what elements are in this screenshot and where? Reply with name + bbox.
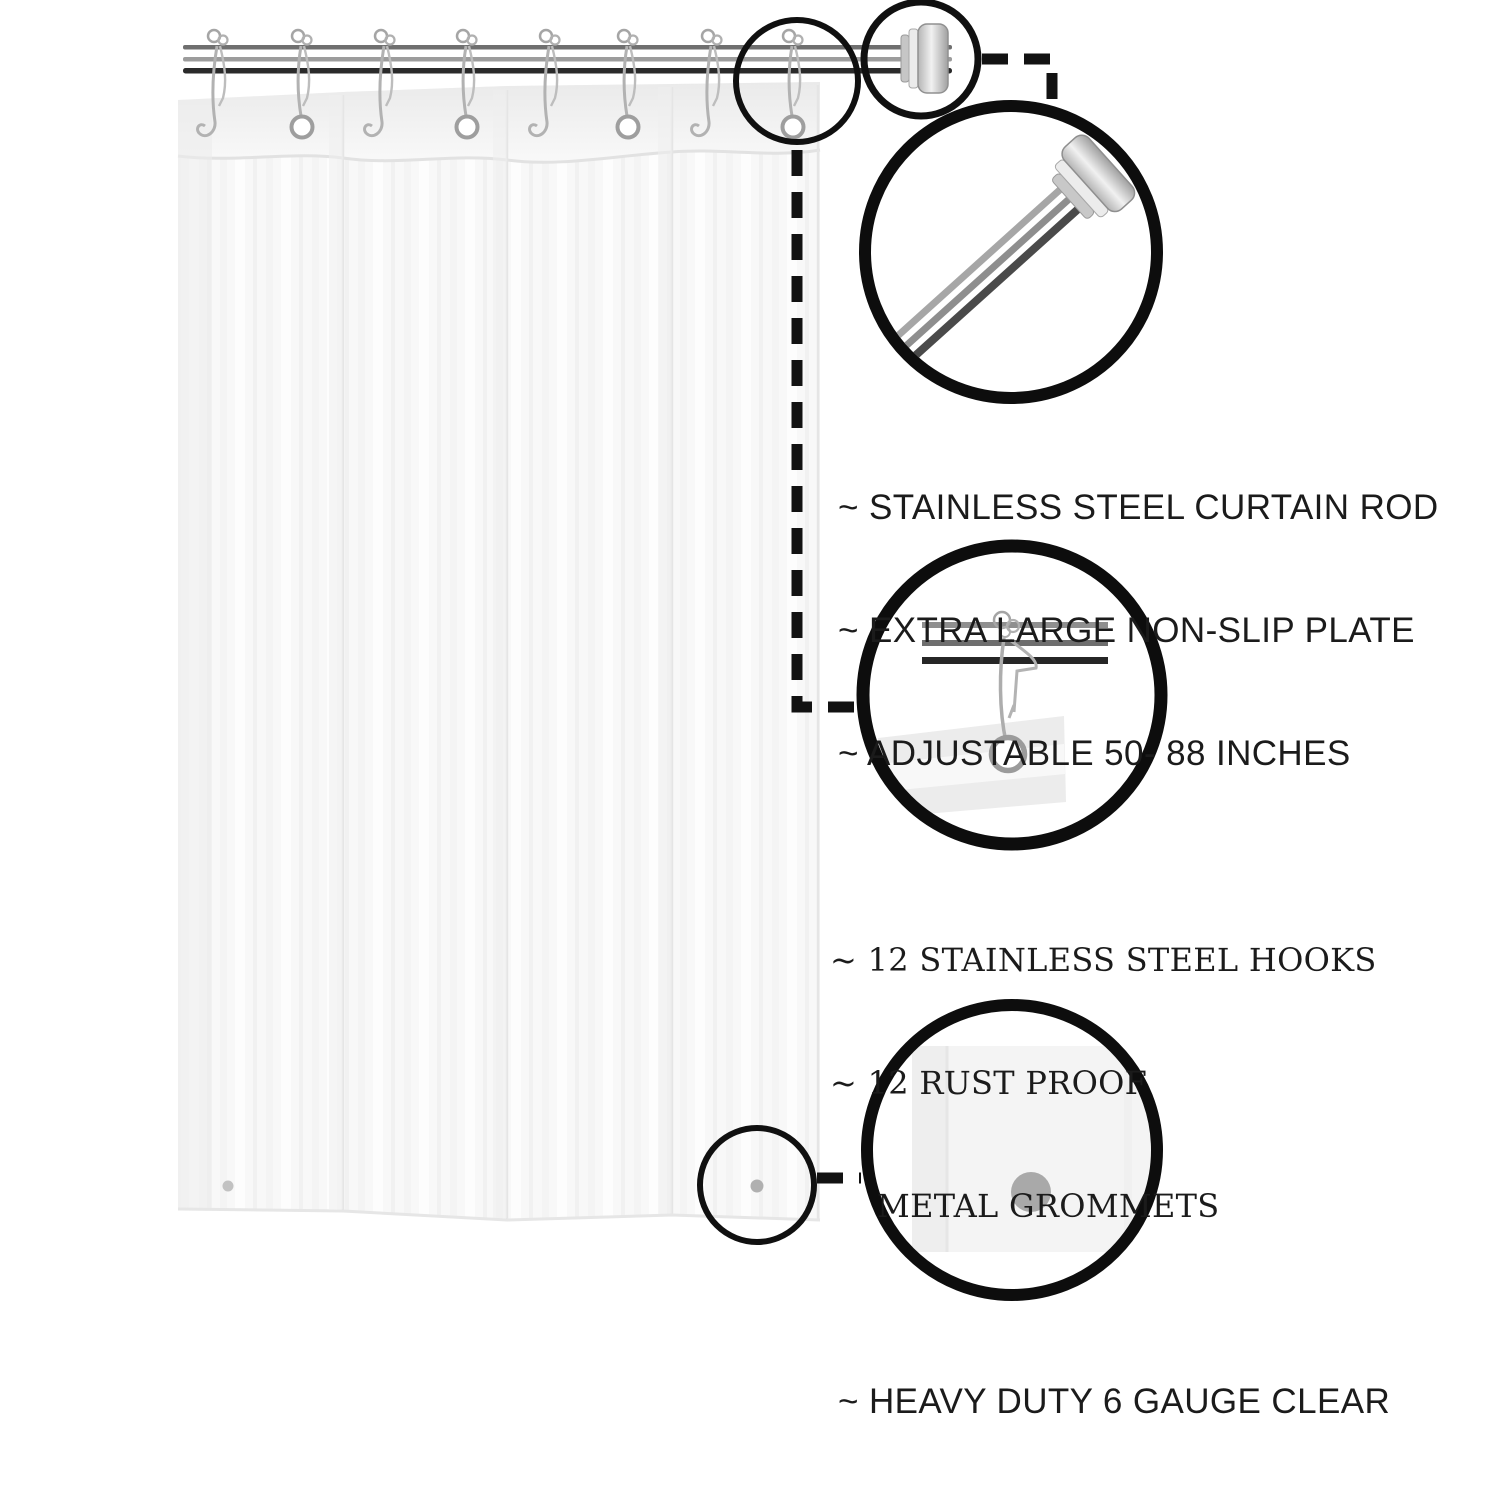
magnet-highlight-circle [697,1125,817,1245]
curtain-rod-graphic [183,45,952,74]
hook-grommet-closeup [878,610,1108,818]
rod-features-text: ~ STAINLESS STEEL CURTAIN ROD ~ EXTRA LA… [838,405,1439,856]
liner-features-text: ~ HEAVY DUTY 6 GAUGE CLEAR PLASTIC LINER… [838,1302,1404,1500]
rod-detail-closeup [888,134,1136,366]
curtain-fold-shadows [329,87,672,1218]
magnet-dot-left [222,1180,234,1192]
shower-curtain-liner-graphic [177,82,821,1222]
hook-highlight-circle [733,17,861,145]
hooks-features-text: ~ 12 STAINLESS STEEL HOOKS ~ 12 RUST PRO… [830,858,1377,1309]
connector-rod-end [982,53,1058,103]
feature-line: ~ HEAVY DUTY 6 GAUGE CLEAR [838,1382,1391,1421]
rod-end-plate [900,23,949,94]
curtain-bottom-edge [177,1207,821,1222]
feature-line: ~ STAINLESS STEEL CURTAIN ROD [838,488,1439,527]
magnet-dot-closeup [1011,1172,1051,1212]
rod-detail-circle [859,100,1163,404]
feature-line: ~ ADJUSTABLE 50- 88 INCHES [838,734,1351,773]
feature-line: ~ EXTRA LARGE NON-SLIP PLATE [838,611,1415,650]
feature-line: ~ 12 RUST PROOF [830,1064,1148,1102]
feature-line: ~ 12 STAINLESS STEEL HOOKS [830,941,1377,979]
hook-detail-circle [856,539,1168,851]
feature-line: METAL GROMMETS [877,1187,1220,1225]
magnet-closeup [912,1046,1151,1252]
rod-end-highlight-circle [860,0,982,120]
magnet-detail-circle [861,999,1163,1301]
connector-hook [791,150,854,713]
callout-connectors [791,53,1058,1184]
curtain-left-fold [178,100,212,1209]
magnet-dot-right [750,1179,764,1193]
grommet-ring-icon [988,734,1028,774]
